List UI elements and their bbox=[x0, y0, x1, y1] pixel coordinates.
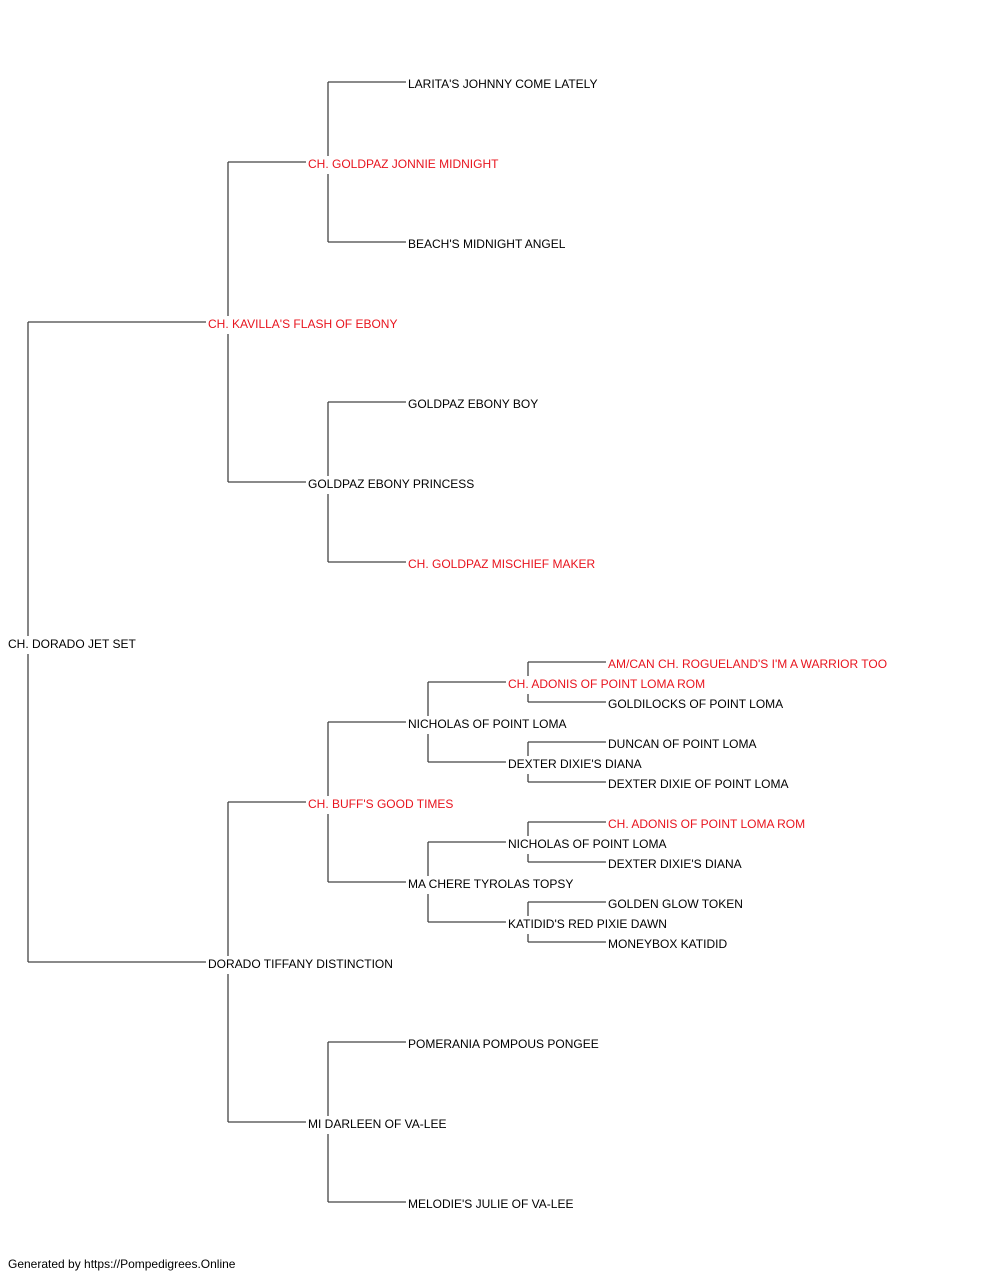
dog-name-label: AM/CAN CH. ROGUELAND'S I'M A WARRIOR TOO bbox=[608, 657, 887, 671]
dog-name-label: LARITA'S JOHNNY COME LATELY bbox=[408, 77, 597, 91]
dog-name-label: DORADO TIFFANY DISTINCTION bbox=[208, 957, 393, 971]
dog-name-label: MA CHERE TYROLAS TOPSY bbox=[408, 877, 573, 891]
dog-name-label: NICHOLAS OF POINT LOMA bbox=[408, 717, 566, 731]
footer-credit: Generated by https://Pompedigrees.Online bbox=[8, 1257, 236, 1271]
dog-name-label: CH. GOLDPAZ MISCHIEF MAKER bbox=[408, 557, 595, 571]
dog-name-label: DEXTER DIXIE'S DIANA bbox=[608, 857, 742, 871]
dog-name-label: GOLDILOCKS OF POINT LOMA bbox=[608, 697, 783, 711]
dog-name-label: MELODIE'S JULIE OF VA-LEE bbox=[408, 1197, 573, 1211]
dog-name-label: CH. DORADO JET SET bbox=[8, 637, 136, 651]
dog-name-label: DEXTER DIXIE'S DIANA bbox=[508, 757, 642, 771]
dog-name-label: DEXTER DIXIE OF POINT LOMA bbox=[608, 777, 788, 791]
dog-name-label: GOLDPAZ EBONY PRINCESS bbox=[308, 477, 474, 491]
dog-name-label: NICHOLAS OF POINT LOMA bbox=[508, 837, 666, 851]
dog-name-label: GOLDEN GLOW TOKEN bbox=[608, 897, 743, 911]
dog-name-label: CH. BUFF'S GOOD TIMES bbox=[308, 797, 453, 811]
dog-name-label: GOLDPAZ EBONY BOY bbox=[408, 397, 538, 411]
dog-name-label: CH. GOLDPAZ JONNIE MIDNIGHT bbox=[308, 157, 499, 171]
dog-name-label: MONEYBOX KATIDID bbox=[608, 937, 727, 951]
dog-name-label: MI DARLEEN OF VA-LEE bbox=[308, 1117, 446, 1131]
dog-name-label: CH. KAVILLA'S FLASH OF EBONY bbox=[208, 317, 397, 331]
dog-name-label: CH. ADONIS OF POINT LOMA ROM bbox=[608, 817, 805, 831]
dog-name-label: CH. ADONIS OF POINT LOMA ROM bbox=[508, 677, 705, 691]
dog-name-label: BEACH'S MIDNIGHT ANGEL bbox=[408, 237, 566, 251]
dog-name-label: DUNCAN OF POINT LOMA bbox=[608, 737, 756, 751]
dog-name-label: POMERANIA POMPOUS PONGEE bbox=[408, 1037, 599, 1051]
dog-name-label: KATIDID'S RED PIXIE DAWN bbox=[508, 917, 667, 931]
